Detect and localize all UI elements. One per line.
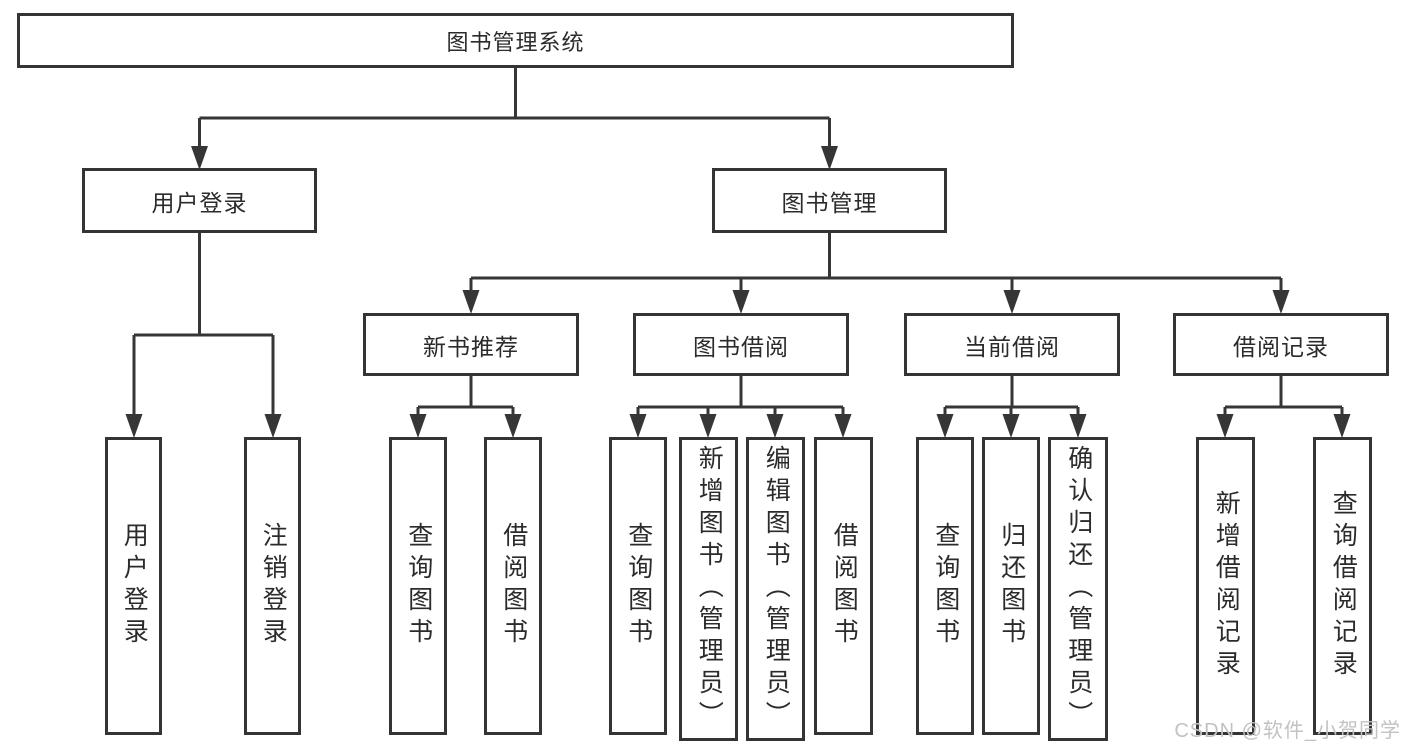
leaf-edit-book-admin: 编辑图书（管理员）: [746, 437, 805, 741]
leaf-logout: 注销登录: [244, 437, 301, 735]
leaf-user-login: 用户登录: [105, 437, 162, 735]
node-current-borrow: 当前借阅: [904, 313, 1120, 376]
node-book-borrow: 图书借阅: [633, 313, 849, 376]
connector-book-management-children: [462, 233, 1290, 314]
connector-borrow-records-children: [1216, 376, 1351, 438]
leaf-add-book-admin: 新增图书（管理员）: [679, 437, 738, 741]
node-borrow-records: 借阅记录: [1173, 313, 1389, 376]
csdn-watermark: CSDN @软件_小贺同学: [1174, 720, 1401, 742]
leaf-borrow-books: 借阅图书: [814, 437, 873, 735]
leaf-query-books-borrow: 查询图书: [609, 437, 667, 735]
leaf-query-books-current: 查询图书: [916, 437, 974, 735]
connector-root-to-level2: [191, 68, 838, 170]
node-new-book-recommend: 新书推荐: [363, 313, 579, 376]
leaf-return-books: 归还图书: [982, 437, 1040, 735]
connector-new-book-children: [409, 376, 522, 438]
node-library-system: 图书管理系统: [17, 13, 1014, 68]
leaf-add-borrow-record: 新增借阅记录: [1196, 437, 1255, 735]
leaf-confirm-return-admin: 确认归还（管理员）: [1048, 437, 1108, 741]
connector-user-login-children: [125, 233, 282, 438]
connector-current-borrow-children: [936, 376, 1087, 438]
connector-book-borrow-children: [629, 376, 852, 438]
leaf-query-borrow-record: 查询借阅记录: [1313, 437, 1372, 735]
leaf-query-books-recommend: 查询图书: [389, 437, 447, 735]
node-book-management: 图书管理: [712, 168, 947, 233]
leaf-borrow-books-recommend: 借阅图书: [484, 437, 542, 735]
node-user-login: 用户登录: [82, 168, 317, 233]
